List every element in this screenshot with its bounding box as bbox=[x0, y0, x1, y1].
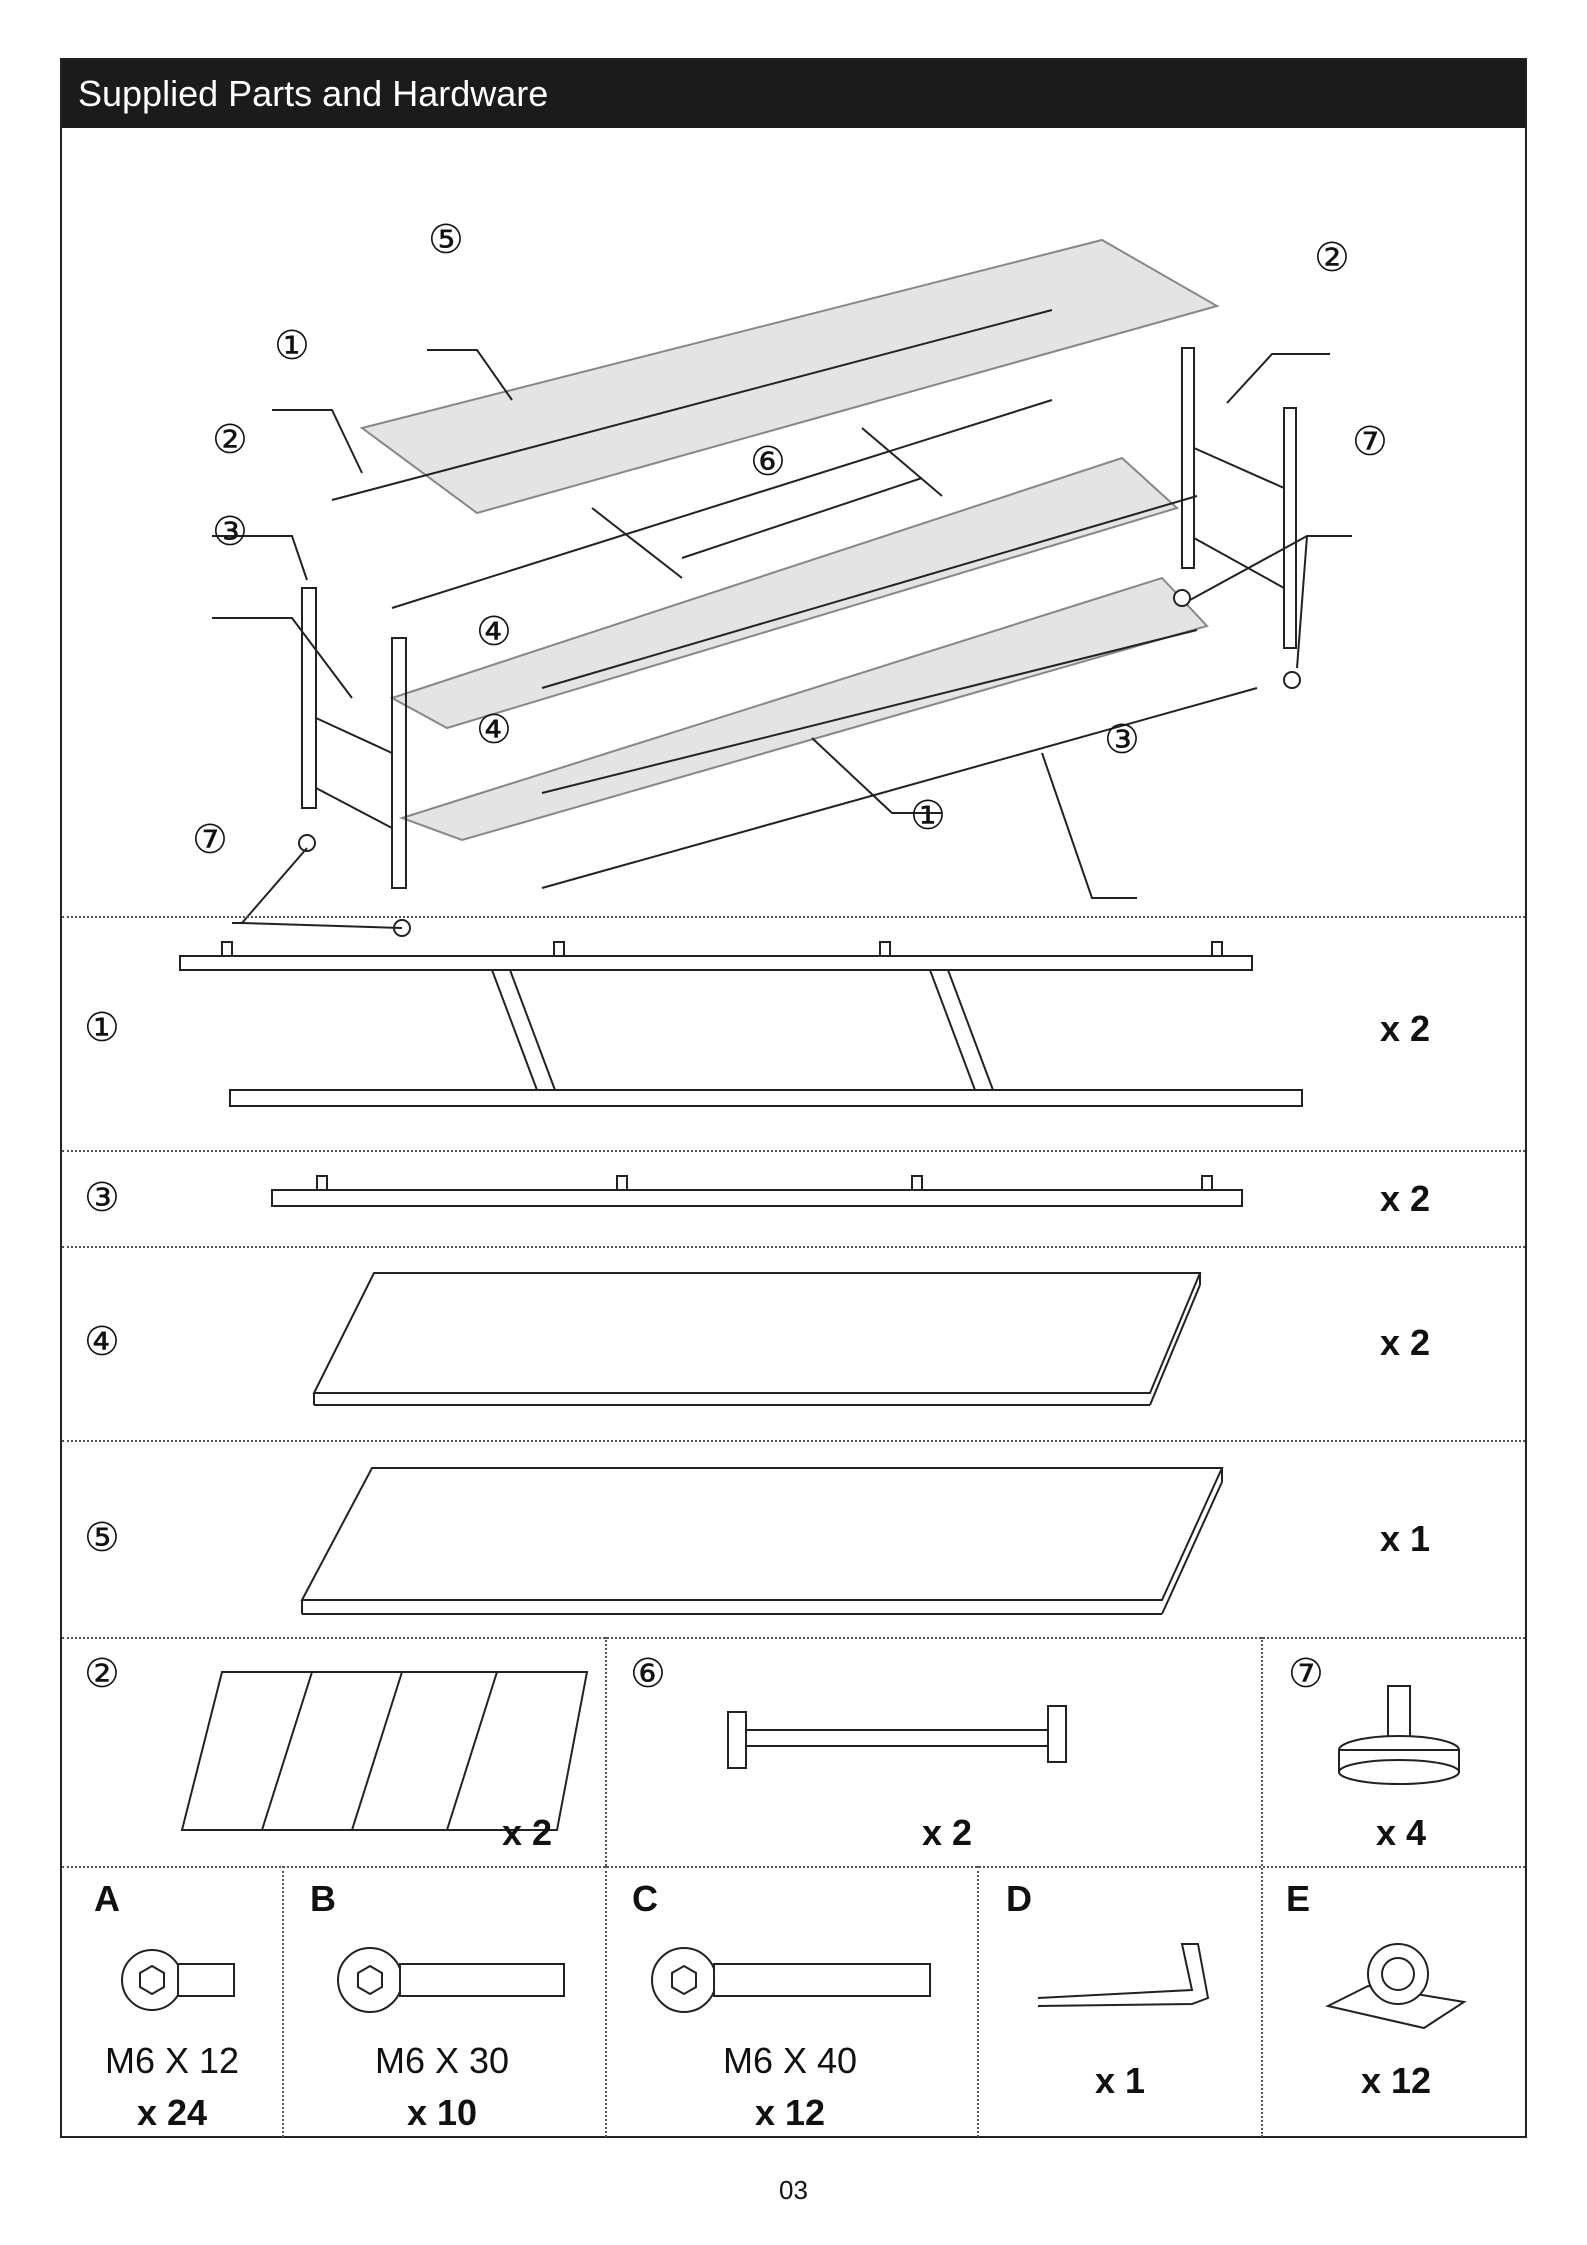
divider bbox=[62, 1246, 1525, 1248]
callout-1-bottom: ① bbox=[910, 796, 946, 836]
part-7-label: ⑦ bbox=[1288, 1654, 1324, 1694]
part-4-qty: x 2 bbox=[1380, 1322, 1430, 1364]
divider bbox=[605, 1637, 607, 1866]
callout-5: ⑤ bbox=[428, 220, 464, 260]
tube-clamp-icon bbox=[1318, 1928, 1478, 2048]
bolt-m6x30-icon bbox=[330, 1940, 590, 2020]
callout-2-right: ② bbox=[1314, 238, 1350, 278]
callout-3-right: ③ bbox=[1104, 720, 1140, 760]
hardware-c-qty: x 12 bbox=[660, 2092, 920, 2134]
part-7-qty: x 4 bbox=[1376, 1812, 1426, 1854]
leveling-foot-drawing bbox=[1322, 1680, 1522, 1800]
part-2-label: ② bbox=[84, 1654, 120, 1694]
part-4-drawing bbox=[62, 1255, 1362, 1435]
callout-2-left: ② bbox=[212, 420, 248, 460]
callout-3-left: ③ bbox=[212, 512, 248, 552]
hardware-d-letter: D bbox=[1006, 1878, 1032, 1920]
part-6-drawing bbox=[722, 1700, 1222, 1830]
divider bbox=[62, 916, 1525, 918]
hardware-d-qty: x 1 bbox=[990, 2060, 1250, 2102]
bolt-m6x40-icon bbox=[644, 1940, 944, 2020]
hardware-a-spec: M6 X 12 bbox=[42, 2040, 302, 2082]
part-1-drawing bbox=[62, 930, 1362, 1130]
part-1-qty: x 2 bbox=[1380, 1008, 1430, 1050]
hardware-c-letter: C bbox=[632, 1878, 658, 1920]
divider bbox=[977, 1866, 979, 2137]
hardware-e-letter: E bbox=[1286, 1878, 1310, 1920]
hardware-b-letter: B bbox=[310, 1878, 336, 1920]
part-5-qty: x 1 bbox=[1380, 1518, 1430, 1560]
bolt-m6x12-icon bbox=[112, 1940, 272, 2020]
divider bbox=[1261, 1637, 1263, 2137]
callout-7-right: ⑦ bbox=[1352, 422, 1388, 462]
hardware-b-qty: x 10 bbox=[312, 2092, 572, 2134]
allen-key-icon bbox=[1032, 1940, 1232, 2040]
divider bbox=[62, 1440, 1525, 1442]
exploded-assembly-diagram bbox=[62, 128, 1525, 978]
hardware-b-spec: M6 X 30 bbox=[312, 2040, 572, 2082]
callout-7-left: ⑦ bbox=[192, 820, 228, 860]
callout-1: ① bbox=[274, 326, 310, 366]
section-header: Supplied Parts and Hardware bbox=[62, 60, 1525, 128]
part-3-drawing bbox=[62, 1168, 1362, 1228]
part-6-qty: x 2 bbox=[922, 1812, 972, 1854]
part-6-label: ⑥ bbox=[630, 1654, 666, 1694]
divider bbox=[62, 1150, 1525, 1152]
page-number: 03 bbox=[0, 2175, 1587, 2206]
callout-6: ⑥ bbox=[750, 442, 786, 482]
hardware-a-letter: A bbox=[94, 1878, 120, 1920]
part-5-drawing bbox=[62, 1450, 1362, 1650]
hardware-a-qty: x 24 bbox=[42, 2092, 302, 2134]
parts-frame: Supplied Parts and Hardware bbox=[60, 58, 1527, 2138]
part-2-qty: x 2 bbox=[502, 1812, 552, 1854]
hardware-c-spec: M6 X 40 bbox=[660, 2040, 920, 2082]
hardware-e-qty: x 12 bbox=[1266, 2060, 1526, 2102]
part-3-qty: x 2 bbox=[1380, 1178, 1430, 1220]
callout-4-middle: ④ bbox=[476, 612, 512, 652]
divider bbox=[605, 1866, 607, 2137]
callout-4-bottom: ④ bbox=[476, 710, 512, 750]
